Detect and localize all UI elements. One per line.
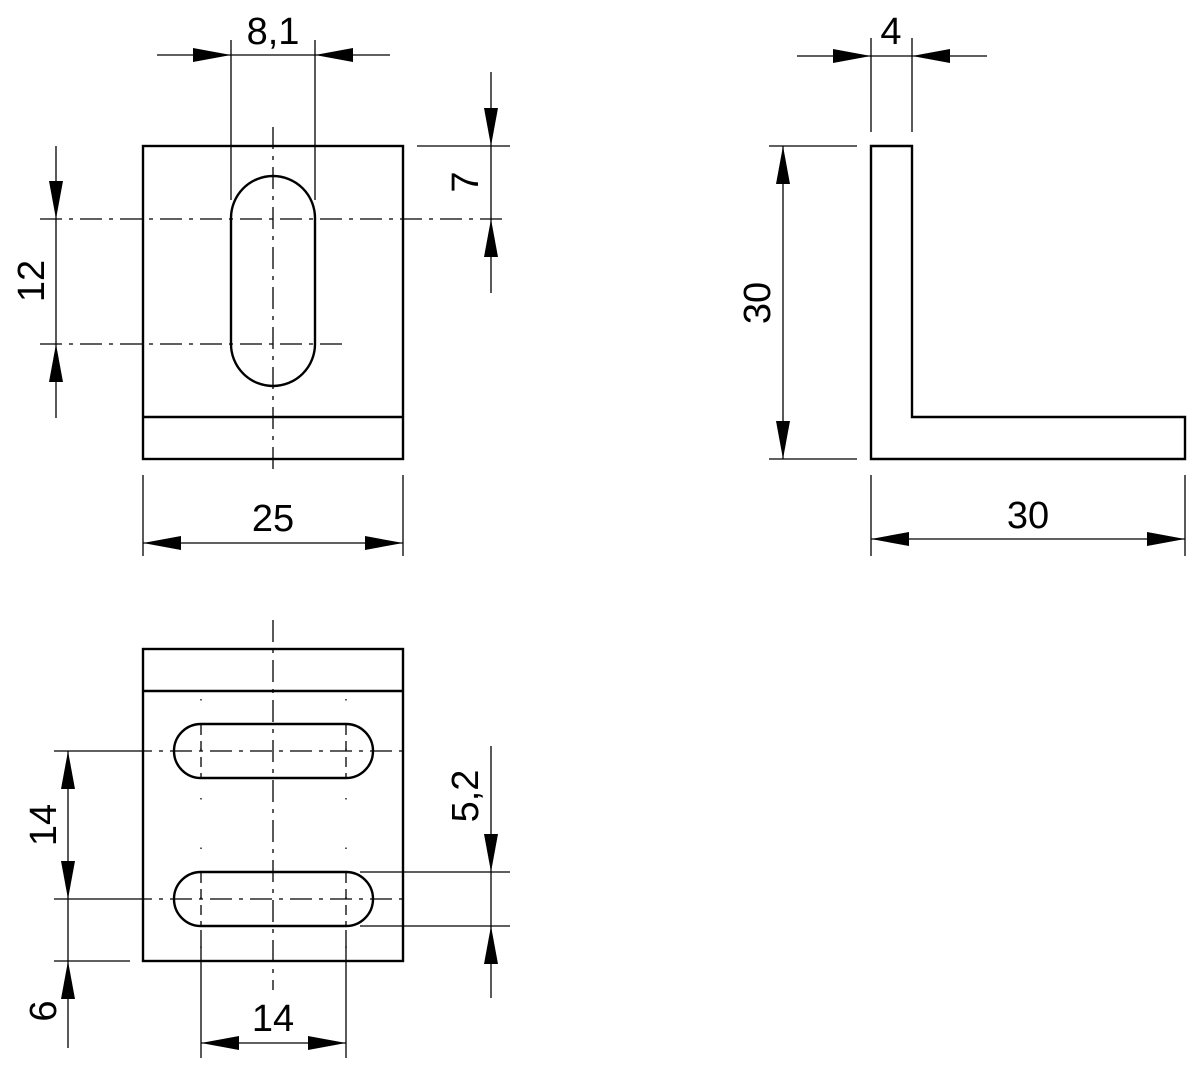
dim-text-slot-width: 8,1 [247,11,300,53]
dim-text-side-height: 30 [737,282,779,324]
dim-text-bottom-edge-offset: 6 [23,1000,65,1021]
bottom-view: 14 6 5,2 14 [23,620,510,1058]
horizontal-slot-lower [172,870,375,928]
dimension-side-height: 30 [737,145,857,460]
dim-text-slot-length: 12 [11,260,53,302]
dim-text-bottom-slot-width: 5,2 [445,770,487,823]
dimension-front-width: 25 [142,475,404,556]
dim-text-thickness: 4 [880,11,901,53]
horizontal-slot-upper [172,722,375,780]
front-view: 8,1 7 12 25 [11,11,510,556]
dim-text-side-width: 30 [1007,495,1049,537]
side-view: 4 30 30 [737,11,1187,556]
dim-text-slot-offset-top: 7 [445,171,487,192]
vertical-slot [229,174,317,388]
dim-text-bottom-slot-spacing: 14 [23,804,65,846]
dim-text-front-width: 25 [252,498,294,540]
dimension-slot-width: 8,1 [157,11,390,200]
dimension-slot-offset-top: 7 [417,72,510,293]
dimension-slot-length: 12 [11,146,63,418]
dimension-bottom-slot-length: 14 [200,930,347,1058]
dimension-thickness: 4 [797,11,987,132]
dim-text-bottom-slot-length: 14 [252,998,294,1040]
dimension-bottom-edge-offset: 6 [23,961,75,1022]
dimension-bottom-slot-width: 5,2 [360,746,510,998]
l-profile [869,144,1187,461]
dimension-side-width: 30 [870,475,1186,556]
